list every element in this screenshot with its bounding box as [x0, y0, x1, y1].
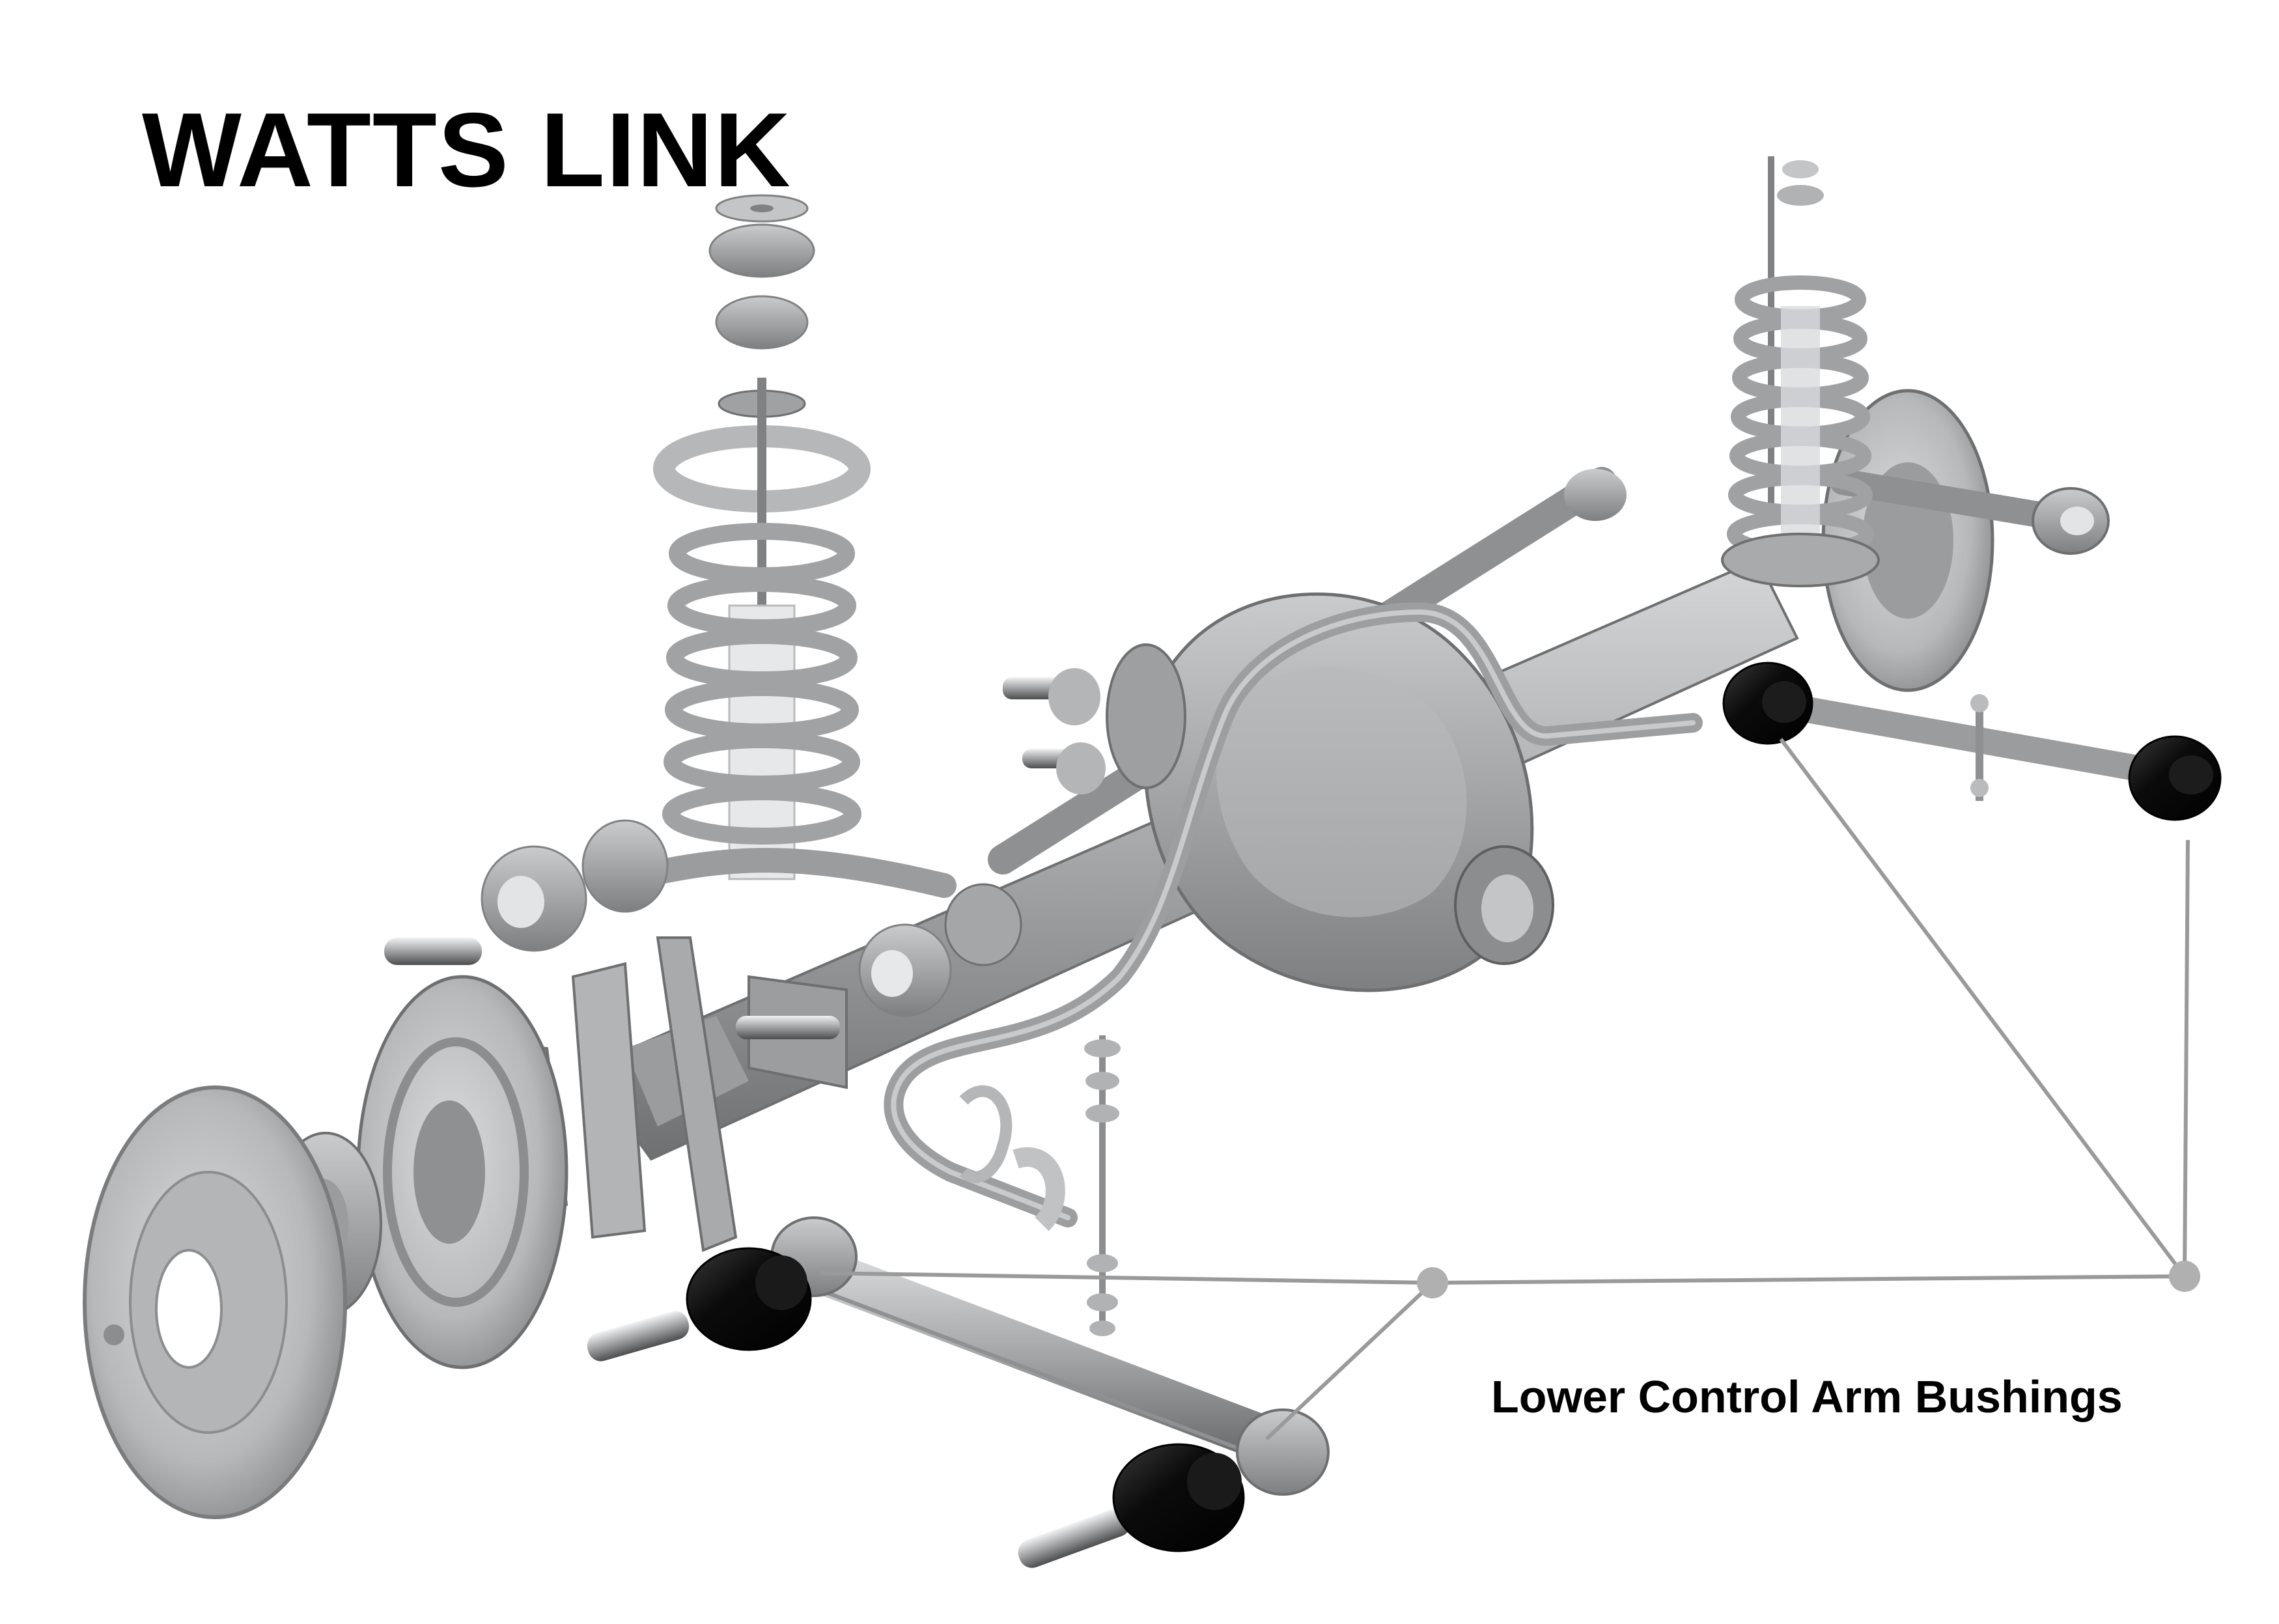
callout-dot-right [2169, 1261, 2200, 1292]
bushing-left-outer [1018, 1443, 1245, 1568]
leader-line-right-outer [2183, 839, 2190, 1277]
trailing-link-left [613, 848, 957, 898]
sway-bar-clamp [959, 1085, 1065, 1231]
loose-sleeve-parts [384, 668, 1106, 1017]
left-lower-control-arm [770, 1216, 1330, 1496]
callout-dot-center [1417, 1267, 1448, 1298]
sway-bar [884, 602, 1703, 1227]
upper-control-arm-right [1830, 469, 2110, 555]
leader-line-horizontal [1432, 1274, 2185, 1285]
right-coil-spring [1721, 156, 1880, 587]
left-coil-spring [662, 378, 861, 880]
left-backing-plate [356, 975, 568, 1369]
diagram-title: WATTS LINK [142, 91, 792, 209]
leader-line-left-outer [1265, 1281, 1434, 1441]
right-lower-control-arm [1758, 690, 2188, 801]
callout-leader-lines [820, 738, 2190, 1441]
bushing-right-outer [2128, 735, 2222, 821]
callout-label: Lower Control Arm Bushings [1491, 1371, 2123, 1422]
leader-line-right-inner [1779, 738, 2187, 1278]
sway-bar-end-link [1084, 1035, 1121, 1336]
bushing-left-inner [587, 1247, 812, 1362]
leader-line-left-inner [820, 1271, 1433, 1285]
bushing-right-inner [1722, 662, 1813, 745]
left-brake-rotor [83, 1085, 347, 1519]
